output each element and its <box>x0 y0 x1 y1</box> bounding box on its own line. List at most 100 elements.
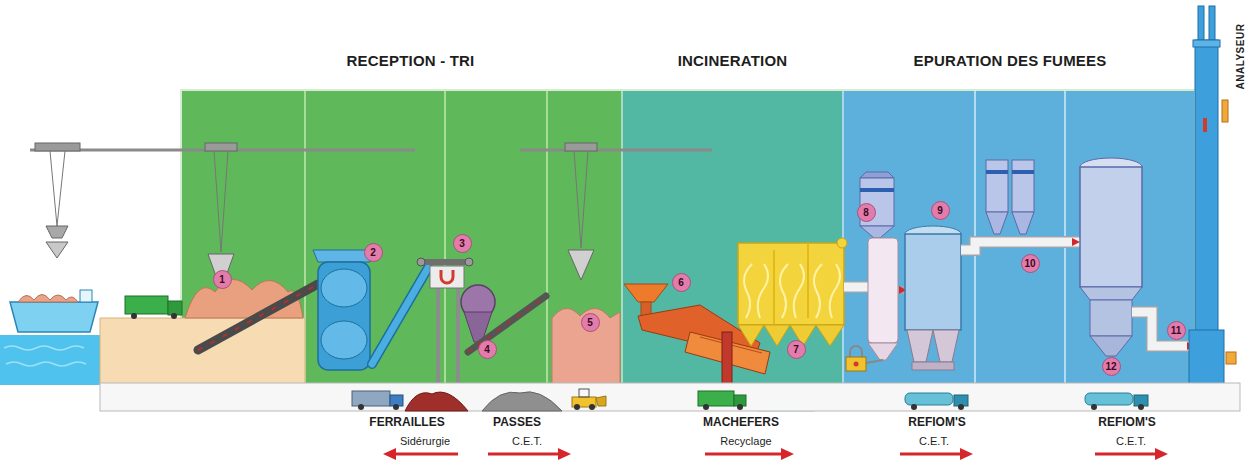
conveyor-rollers <box>198 284 318 350</box>
building-panels <box>181 90 1195 385</box>
tanker-body <box>1085 393 1133 405</box>
silo-cone <box>986 212 1008 234</box>
lock-dot <box>854 362 859 367</box>
output-material: PASSES <box>493 415 541 429</box>
flue-pipe-outline <box>961 242 1080 250</box>
support-leg <box>456 287 460 384</box>
truck-body <box>352 391 390 406</box>
boiler-drum <box>837 238 847 248</box>
wheel <box>1138 404 1144 410</box>
reagent-silo <box>986 160 1008 212</box>
scrap-metal-pile <box>405 392 468 411</box>
bag-filter <box>905 234 961 330</box>
destination-arrow <box>900 453 962 456</box>
reception-sorting <box>185 250 620 385</box>
magnet-symbol <box>441 270 453 283</box>
destination-arrow <box>1095 453 1157 456</box>
silo-band <box>1012 170 1034 174</box>
floor-piles <box>405 392 562 411</box>
arrow-head <box>1155 448 1168 460</box>
crane-cable <box>214 151 221 252</box>
analyser-cabinet <box>1226 352 1236 364</box>
scrubber-shoulder <box>1080 287 1142 300</box>
chimney-stack <box>1195 40 1218 340</box>
wheel <box>1091 404 1097 410</box>
reactor-cone <box>868 343 898 360</box>
callout-number: 6 <box>672 273 691 292</box>
wheel <box>737 404 743 410</box>
destination-label: Recyclage <box>720 435 771 447</box>
conveyor <box>372 268 428 364</box>
boiler-hopper <box>764 325 790 346</box>
callout-number: 11 <box>1167 321 1186 340</box>
wheel <box>589 404 595 410</box>
wave <box>4 346 84 350</box>
roller <box>465 258 473 266</box>
filter-hopper <box>907 330 933 362</box>
ship-hull <box>10 302 98 332</box>
reagent-silo <box>1012 160 1034 212</box>
destination-label: C.E.T. <box>1116 435 1146 447</box>
truck-body <box>125 296 168 314</box>
crane-grab <box>208 254 234 290</box>
flue-pipe <box>898 286 905 294</box>
cranes <box>30 143 712 290</box>
crane-trolley <box>205 143 237 151</box>
output-material: REFIOM'S <box>908 415 966 429</box>
output-material: MACHEFERS <box>703 415 779 429</box>
crane-cable <box>574 151 581 248</box>
loader-cab <box>579 389 589 397</box>
loader-bucket <box>596 396 606 406</box>
analyser-box <box>1222 100 1228 122</box>
wheel <box>171 313 177 319</box>
destination-label: C.E.T. <box>512 435 542 447</box>
arrow-head <box>781 448 794 460</box>
arrow-head <box>960 448 973 460</box>
tanker-body <box>905 393 953 405</box>
ash-extractor <box>722 332 732 384</box>
silo-cone <box>1012 212 1034 234</box>
sea <box>0 335 104 385</box>
flue-swirl <box>780 264 804 318</box>
arrow-head <box>558 448 571 460</box>
chimney-flue <box>1209 6 1215 42</box>
shredder-drum <box>321 321 367 359</box>
truck-body <box>698 391 734 406</box>
wheel <box>574 404 580 410</box>
ship-cargo <box>18 295 78 303</box>
feed-hopper <box>624 284 668 302</box>
callout-number: 10 <box>1021 254 1040 273</box>
crane-cable <box>57 151 65 226</box>
callout-number: 1 <box>213 270 232 289</box>
vehicles <box>125 296 1148 410</box>
conveyor <box>420 259 470 265</box>
callout-number: 7 <box>787 340 806 359</box>
destination-arrow <box>488 453 560 456</box>
filter-outlet <box>912 362 954 370</box>
wheel <box>911 404 917 410</box>
lock-symbol <box>846 357 866 371</box>
callout-number: 9 <box>931 201 950 220</box>
reactor <box>868 238 898 343</box>
flue-pipe-outline <box>844 281 868 293</box>
crane-rail <box>520 149 712 152</box>
chimney <box>1189 6 1236 384</box>
boiler-wall <box>807 243 809 318</box>
destination-label: C.E.T. <box>919 435 949 447</box>
flow-arrow <box>1072 238 1080 246</box>
flue-pipe <box>1132 312 1194 346</box>
destination-arrow <box>705 453 783 456</box>
filter-hopper <box>933 330 959 362</box>
flue-pipe-outline <box>1132 312 1194 346</box>
boiler-hopper <box>816 325 844 346</box>
crane-grab <box>46 242 68 258</box>
wheel <box>131 313 137 319</box>
crane-cable <box>50 151 57 226</box>
epuration-panel <box>843 90 1195 385</box>
flue-pipe <box>844 283 868 292</box>
wheel <box>393 404 399 410</box>
callout-number: 8 <box>857 203 876 222</box>
sampling-point <box>1203 118 1207 132</box>
panel-divider <box>444 90 446 385</box>
